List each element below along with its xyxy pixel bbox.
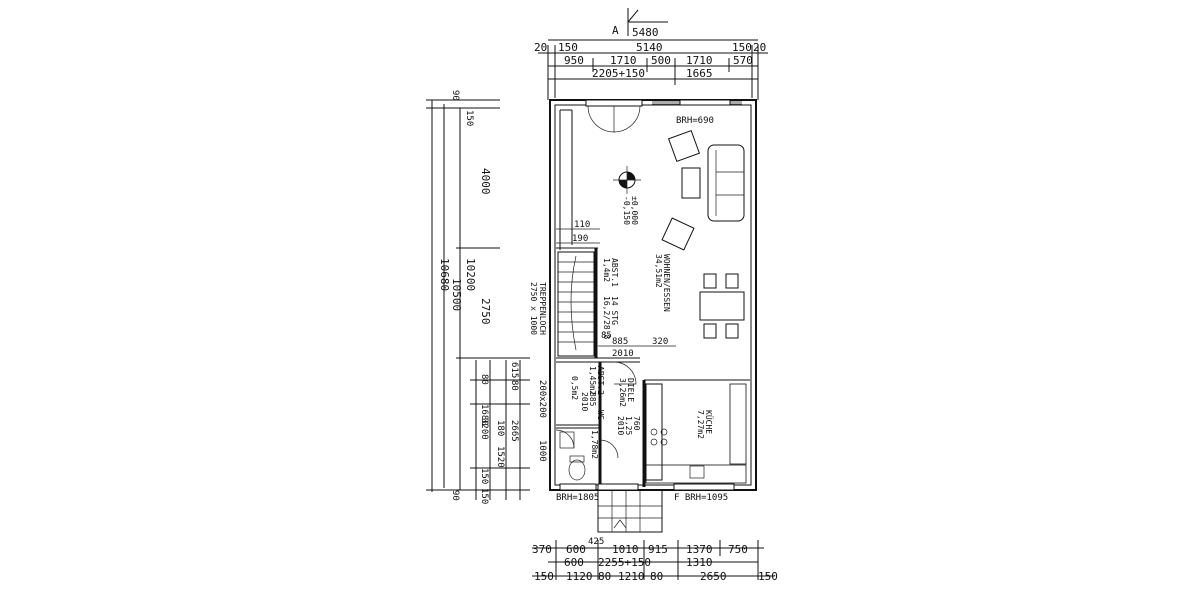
section-marker: A: [612, 8, 668, 37]
dim-320: 320: [652, 337, 668, 347]
dim-left-top-offset: 90: [450, 90, 460, 101]
entry-steps: 425: [588, 489, 663, 547]
dim-left-80b: 80: [479, 374, 489, 385]
interior-walls: [555, 109, 750, 487]
label-brh-bottom-left: BRH=1805: [556, 493, 599, 503]
dim-top-row3-b: 1710: [610, 54, 637, 67]
dim-left-2665: 2665: [509, 420, 519, 442]
dim-stair-width: 425: [588, 537, 604, 547]
label-stair-count: 14 STG: [610, 296, 619, 325]
dim-left-3200: 3200: [479, 418, 489, 440]
dim-left-total-inner: 10500: [450, 278, 463, 311]
label-abst-small: 0,5m2: [570, 376, 579, 400]
room-label-abst2: ABST.2: [596, 366, 605, 395]
dim-bottom-row1-d: 915: [648, 543, 668, 556]
dim-bottom-row2-c: 1310: [686, 556, 713, 569]
dim-bottom-row3-g: 150: [758, 570, 778, 583]
dim-top-row4-a: 2205+150: [592, 67, 645, 80]
interior-dimensions: 110 190 85 885 320 2010 885 2010 760 1,2…: [556, 220, 676, 435]
label-stair-dims: 16,2/28,8: [602, 296, 611, 340]
label-treppenloch: TREPPENLOCH: [538, 282, 547, 335]
label-abst1: ABST.1: [610, 258, 619, 287]
dim-bottom-row2-b: 2255+150: [598, 556, 651, 569]
dim-left-total-outer: 10680: [438, 258, 451, 291]
dim-top-row3-a: 950: [564, 54, 584, 67]
dim-left-180: 180: [495, 420, 505, 436]
bottom-dimension-chains: 370 600 1010 915 1370 750 600 2255+150 1…: [532, 540, 778, 583]
label-treppenloch-size: 2750 x 1000: [529, 282, 538, 335]
dim-left-door-a: 200x200: [537, 380, 547, 418]
dim-left-90b: 90: [450, 490, 460, 501]
left-dimension-chains: 10680 10500 10200 90 150 4000 2750 615 8…: [426, 90, 547, 504]
entry-area: DIELE 3,26m2 WC 1,78m2 ABST.2 1,45m2 0,5…: [559, 366, 635, 481]
dim-left-second: 10200: [464, 258, 477, 291]
room-label-wohnen: WOHNEN/ESSEN: [662, 254, 671, 312]
dim-2010: 2010: [612, 349, 634, 359]
dim-left-150a: 150: [479, 468, 489, 484]
dim-bottom-row3-e: 80: [650, 570, 663, 583]
dim-top-row3-e: 570: [733, 54, 753, 67]
room-label-kueche: KÜCHE: [704, 410, 714, 434]
dim-top-row4-b: 1665: [686, 67, 713, 80]
dim-left-top-150: 150: [464, 110, 474, 126]
dim-bottom-row1-f: 750: [728, 543, 748, 556]
dim-1125: 1,25: [624, 416, 633, 435]
bottom-openings: BRH=1805 F BRH=1095: [556, 483, 735, 503]
dim-bottom-row1-e: 1370: [686, 543, 713, 556]
dim-left-1520: 1520: [495, 446, 505, 468]
room-area-abst2: 1,45m2: [588, 366, 597, 395]
label-level: ±0,000: [630, 196, 639, 225]
dim-885b: 885: [588, 392, 597, 407]
dim-top-row3-c: 500: [651, 54, 671, 67]
level-marker: ±0,000 -0,150: [613, 166, 641, 225]
dim-left-middle: 2750: [479, 298, 492, 325]
top-dimension-chains: 5480 20 150 5140 150 20 950 1710 500 171…: [534, 26, 768, 100]
room-area-diele: 3,26m2: [618, 378, 627, 407]
dim-left-80a: 80: [509, 380, 519, 391]
dim-bottom-row3-d: 1210: [618, 570, 645, 583]
dim-bottom-row1-c: 1010: [612, 543, 639, 556]
dim-top-row2-b: 150: [558, 41, 578, 54]
dim-top-row3-d: 1710: [686, 54, 713, 67]
room-label-wc: WC: [596, 410, 605, 420]
room-label-diele: DIELE: [626, 378, 635, 402]
dim-top-row2-e: 20: [753, 41, 766, 54]
dim-top-row2-c: 5140: [636, 41, 663, 54]
dim-bottom-row3-c: 80: [598, 570, 611, 583]
dim-top-row2-d: 150: [732, 41, 752, 54]
dim-2010c: 2010: [616, 416, 625, 435]
dim-760: 760: [632, 416, 641, 431]
dim-190: 190: [572, 234, 588, 244]
room-area-wc: 1,78m2: [590, 430, 599, 459]
top-openings: BRH=690: [585, 99, 742, 133]
dim-bottom-row3-f: 2650: [700, 570, 727, 583]
staircase: TREPPENLOCH 2750 x 1000 14 STG 16,2/28,8…: [529, 251, 619, 357]
dim-bottom-row1-b: 600: [566, 543, 586, 556]
kitchen: KÜCHE 7,27m2: [645, 383, 747, 484]
label-brh-bottom-right: F BRH=1095: [674, 493, 728, 503]
section-marker-label: A: [612, 24, 619, 37]
label-abst1-area: 1,4m2: [602, 258, 611, 282]
room-area-wohnen: 34,51m2: [654, 254, 663, 288]
dim-left-upper: 4000: [479, 168, 492, 195]
room-area-kueche: 7,27m2: [696, 410, 705, 439]
dim-left-door-b: 1000: [537, 440, 547, 462]
dim-bottom-row3-b: 1120: [566, 570, 593, 583]
dim-top-row2-a: 20: [534, 41, 547, 54]
dim-85: 85: [601, 331, 612, 341]
dim-left-615: 615: [509, 362, 519, 378]
living-furniture: [661, 129, 745, 339]
dim-bottom-row1-a: 370: [532, 543, 552, 556]
dim-bottom-row3-a: 150: [534, 570, 554, 583]
dim-bottom-row2-a: 600: [564, 556, 584, 569]
dim-top-total: 5480: [632, 26, 659, 39]
dim-885: 885: [612, 337, 628, 347]
dim-left-1680: 1680: [479, 404, 489, 426]
label-level-sub: -0,150: [622, 196, 631, 225]
dim-110: 110: [574, 220, 590, 230]
dim-left-150b: 150: [479, 488, 489, 504]
label-brh-top: BRH=690: [676, 116, 714, 126]
dim-2010b: 2010: [580, 392, 589, 411]
